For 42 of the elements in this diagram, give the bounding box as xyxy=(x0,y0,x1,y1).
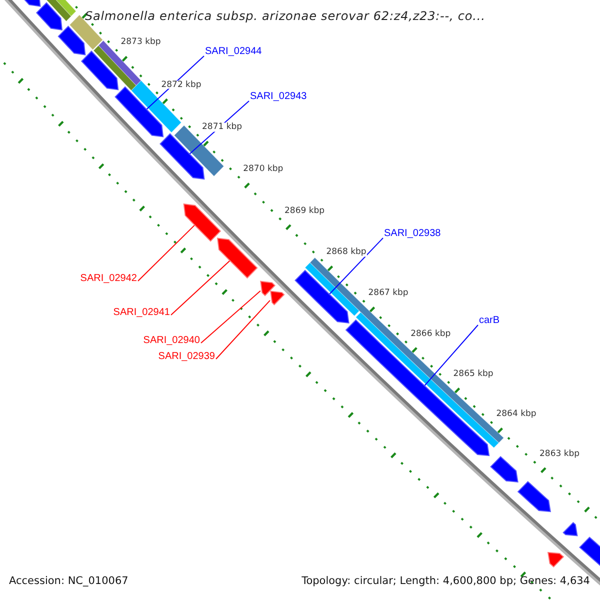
tick-label: 2864 kbp xyxy=(495,410,538,418)
tick-label: 2867 kbp xyxy=(367,288,410,298)
gene-feature xyxy=(58,26,86,56)
tick-label: 2863 kbp xyxy=(538,450,581,458)
gene-label: SARI_02938 xyxy=(384,229,441,239)
tick-label: 2871 kbp xyxy=(201,122,244,132)
gene-feature xyxy=(270,290,285,306)
gene-feature xyxy=(80,50,119,90)
leader-line xyxy=(328,238,384,295)
gene-feature xyxy=(36,2,63,30)
gene-feature xyxy=(547,552,564,568)
accession-text: Accession: NC_010067 xyxy=(9,576,128,586)
gene-feature xyxy=(490,456,518,483)
gene-label: SARI_02939 xyxy=(158,352,215,362)
gene-feature xyxy=(517,481,551,512)
gene-label: SARI_02941 xyxy=(113,308,170,318)
leader-line xyxy=(170,260,230,316)
tick-label: 2868 kbp xyxy=(325,248,368,256)
title: Salmonella enterica subsp. arizonae serovar 62:z4,z23:--, co... xyxy=(85,10,486,22)
gene-label: SARI_02940 xyxy=(143,336,200,346)
gene-feature xyxy=(183,203,222,242)
gene-feature xyxy=(114,86,164,138)
tick-label: 2869 kbp xyxy=(284,206,326,215)
gene-label: SARI_02942 xyxy=(80,274,137,284)
gene-feature xyxy=(562,522,578,536)
leader-line xyxy=(424,324,478,386)
tick-label: 2872 kbp xyxy=(160,80,202,90)
gene-feature xyxy=(160,133,205,180)
gene-label: SARI_02944 xyxy=(205,47,262,57)
tick-label: 2865 kbp xyxy=(452,370,494,378)
tick-label: 2870 kbp xyxy=(242,164,284,174)
gene-label: SARI_02943 xyxy=(250,92,307,102)
leader-line xyxy=(216,300,270,360)
gene-feature xyxy=(260,280,276,296)
gene-label: carB xyxy=(479,316,500,326)
genome-summary: Topology: circular; Length: 4,600,800 bp; Genes: 4,634 xyxy=(302,576,590,586)
leader-line xyxy=(138,224,196,282)
tick-label: 2873 kbp xyxy=(120,38,162,47)
tick-label: 2866 kbp xyxy=(410,329,452,338)
gene-feature xyxy=(294,270,350,324)
gene-feature xyxy=(216,238,258,279)
leader-line xyxy=(200,290,261,344)
